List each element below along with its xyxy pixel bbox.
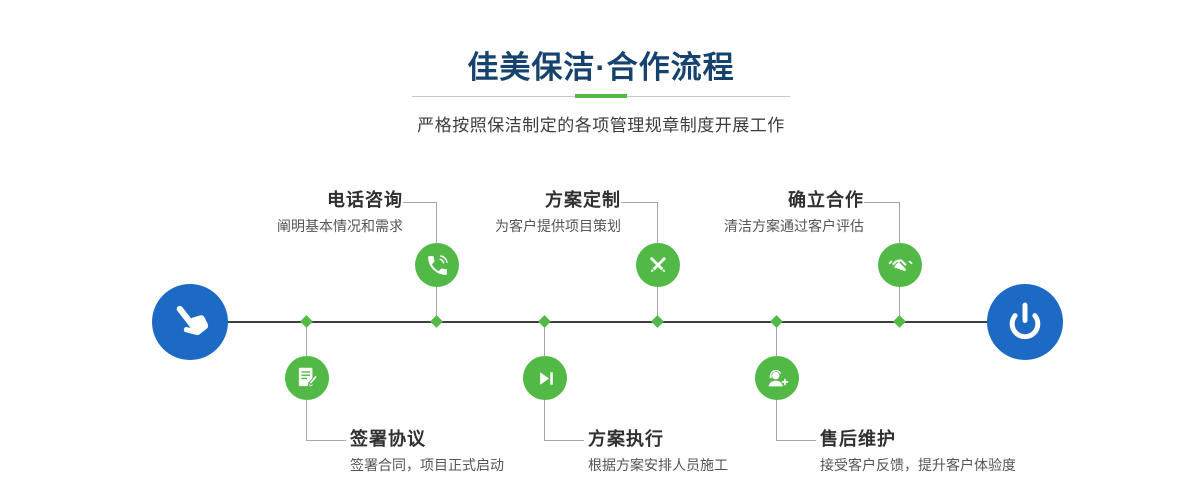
step-node-plan-execute (523, 356, 567, 400)
timeline-diamond-node (300, 315, 313, 328)
step-node-phone-consult (415, 243, 459, 287)
page-title: 佳美保洁·合作流程 (467, 50, 735, 85)
step-title: 售后维护 (820, 429, 896, 449)
step-label-plan-custom: 方案定制 为客户提供项目策划 (421, 189, 621, 235)
connector-line (544, 440, 584, 441)
contract-sign-icon (298, 367, 319, 387)
step-desc: 签署合同，项目正式启动 (350, 457, 504, 473)
title-divider (412, 94, 790, 98)
phone-icon (427, 254, 448, 275)
timeline-line (190, 321, 1025, 323)
end-endpoint (987, 284, 1063, 360)
hand-pointer-icon (176, 305, 209, 336)
connector-line (544, 400, 545, 440)
divider-accent-bar (575, 94, 627, 98)
customer-support-icon (768, 369, 788, 386)
step-node-sign-agreement (285, 356, 329, 400)
step-label-aftersales: 售后维护 接受客户反馈，提升客户体验度 (820, 428, 1120, 474)
timeline-diamond-node (430, 315, 443, 328)
step-title: 方案执行 (588, 429, 664, 449)
timeline-diamond-node (538, 315, 551, 328)
play-next-icon (539, 371, 553, 385)
step-label-establish-coop: 确立合作 清洁方案通过客户评估 (664, 189, 864, 235)
handshake-icon (887, 258, 913, 271)
connector-line (657, 287, 658, 318)
timeline-diamond-node (770, 315, 783, 328)
step-title: 确立合作 (788, 190, 864, 210)
step-desc: 根据方案安排人员施工 (588, 457, 728, 473)
step-title: 签署协议 (350, 429, 426, 449)
connector-line (776, 400, 777, 440)
page-subtitle: 严格按照保洁制定的各项管理规章制度开展工作 (417, 116, 785, 135)
connector-line (436, 287, 437, 318)
connector-line (776, 440, 816, 441)
step-node-aftersales (755, 356, 799, 400)
connector-line (544, 326, 545, 356)
step-title: 方案定制 (545, 190, 621, 210)
connector-line (776, 326, 777, 356)
design-tools-icon (650, 257, 666, 273)
connector-line (621, 202, 658, 203)
connector-line (657, 203, 658, 243)
step-node-plan-custom (636, 243, 680, 287)
step-label-sign-agreement: 签署协议 签署合同，项目正式启动 (350, 428, 630, 474)
step-label-plan-execute: 方案执行 根据方案安排人员施工 (588, 428, 868, 474)
connector-line (899, 203, 900, 243)
step-desc: 接受客户反馈，提升客户体验度 (820, 457, 1016, 473)
step-desc: 清洁方案通过客户评估 (724, 218, 864, 234)
step-node-establish-coop (878, 243, 922, 287)
power-icon (1009, 302, 1041, 340)
timeline-diamond-node (651, 315, 664, 328)
connector-line (306, 440, 346, 441)
step-label-phone-consult: 电话咨询 阐明基本情况和需求 (203, 189, 403, 235)
connector-line (436, 203, 437, 243)
connector-line (403, 202, 437, 203)
step-desc: 阐明基本情况和需求 (277, 218, 403, 234)
connector-line (306, 400, 307, 440)
timeline-diamond-node (893, 315, 906, 328)
connector-line (899, 287, 900, 318)
connector-line (864, 202, 900, 203)
step-desc: 为客户提供项目策划 (495, 218, 621, 234)
start-endpoint (152, 284, 228, 360)
connector-line (306, 326, 307, 356)
step-title: 电话咨询 (327, 190, 403, 210)
